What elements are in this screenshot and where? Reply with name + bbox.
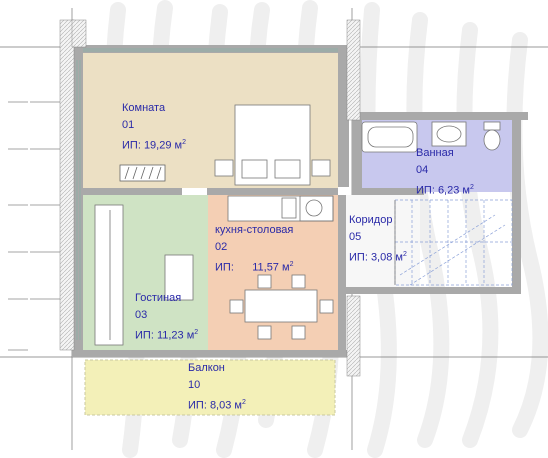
room-label-balcony: Балкон 10 ИП: 8,03 м2	[188, 360, 246, 415]
axis-tick-marks	[8, 101, 62, 351]
room-number: 01	[122, 119, 135, 131]
room-area: ИП: 11,23 м2	[135, 329, 199, 342]
room-name: Балкон	[188, 362, 225, 374]
balcony-outline	[84, 359, 336, 416]
room-name: Комната	[122, 102, 166, 114]
room-number: 04	[416, 164, 429, 176]
room-area: ИП: 8,03 м2	[188, 399, 246, 412]
toilet	[483, 121, 501, 151]
windows	[76, 48, 338, 340]
room-label-kitchen: кухня-столовая 02 ИП: 11,57 м2	[215, 222, 293, 277]
kitchen-counter	[227, 195, 334, 222]
bed	[214, 104, 331, 186]
room-area: ИП: 11,57 м2	[215, 261, 294, 274]
dining-table	[229, 274, 334, 340]
wall-hatching	[59, 19, 361, 377]
room-number: 10	[188, 379, 201, 391]
room-name: Гостиная	[135, 292, 182, 304]
room-label-bath: Ванная 04 ИП: 6,23 м2	[416, 145, 474, 200]
room-area: ИП: 6,23 м2	[416, 184, 474, 197]
room-fill-balcony	[85, 360, 335, 415]
room-name: Ванная	[416, 147, 454, 159]
washbasin	[431, 121, 467, 147]
room-number: 03	[135, 309, 148, 321]
room-fill-corridor	[345, 195, 420, 287]
room-name: Коридор	[349, 214, 393, 226]
room-number: 02	[215, 241, 228, 253]
room-area: ИП: 19,29 м2	[122, 139, 186, 152]
radiator	[119, 164, 166, 182]
room-label-komnata: Комната 01 ИП: 19,29 м2	[122, 100, 186, 155]
room-number: 05	[349, 231, 362, 243]
bathtub	[361, 121, 418, 153]
room-label-corridor: Коридор 05 ИП: 3,08 м2	[349, 212, 407, 267]
room-area: ИП: 3,08 м2	[349, 251, 407, 264]
room-label-living: Гостиная 03 ИП: 11,23 м2	[135, 290, 198, 345]
room-name: кухня-столовая	[215, 224, 294, 236]
sofa	[94, 204, 194, 346]
